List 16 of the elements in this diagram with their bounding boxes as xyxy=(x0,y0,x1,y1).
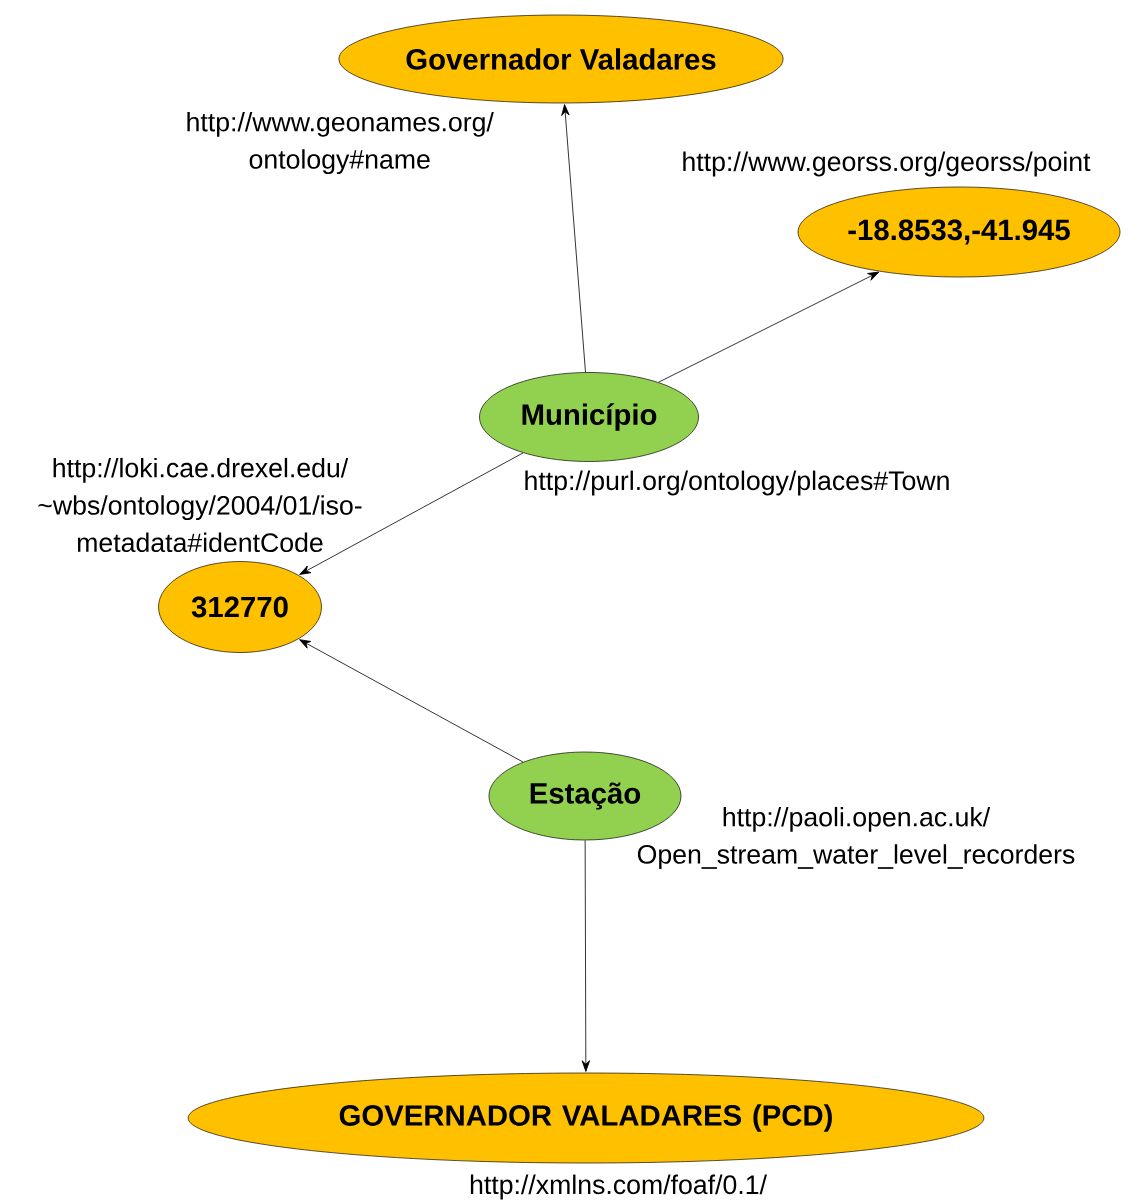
arrow xyxy=(299,639,524,763)
ellipse-node: Município xyxy=(479,372,699,462)
arrow xyxy=(299,452,524,575)
type-label: http://purl.org/ontology/places#Town xyxy=(525,470,949,496)
ellipse-node: Estação xyxy=(488,751,682,841)
arrow xyxy=(561,104,586,373)
ellipse-node: 312770 xyxy=(158,561,322,653)
edge-label: http://www.georss.org/georss/point xyxy=(683,151,1091,177)
ellipse-node: GOVERNADOR VALADARES (PCD) xyxy=(187,1072,985,1164)
arrow xyxy=(658,271,880,383)
arrow xyxy=(581,839,590,1072)
edge-label: http://www.geonames.org/ ontology#name xyxy=(187,111,494,175)
type-label: http://xmlns.com/foaf/0.1/ xyxy=(470,1174,767,1200)
ellipse-node: Governador Valadares xyxy=(338,14,784,104)
edge-label: http://loki.cae.drexel.edu/ ~wbs/ontology/2004/01/iso-metadata#identCode xyxy=(38,457,362,553)
ellipse-node: -18.8533,-41.945 xyxy=(797,186,1121,278)
